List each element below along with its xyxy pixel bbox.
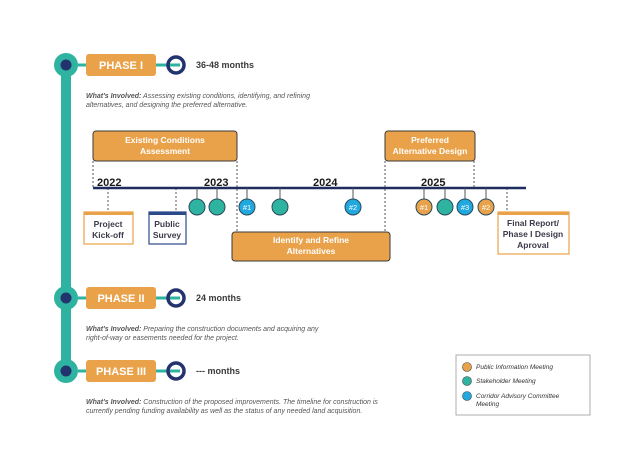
task-existing-conditions-line-2: Assessment (140, 146, 190, 156)
phase-2-end-ring (166, 288, 186, 308)
phase-3-end-ring (166, 361, 186, 381)
legend: Public Information Meeting Stakeholder M… (455, 354, 591, 416)
task-identify-line-1: Identify and Refine (273, 235, 349, 245)
meeting-stakeholder-4 (436, 198, 454, 216)
milestone-survey-box (148, 211, 187, 245)
meeting-public-2-label: #2 (482, 203, 490, 212)
meeting-public-1 (415, 198, 433, 216)
phase-1-row: PHASE I 36-48 months What's Involved: As… (54, 53, 310, 109)
legend-corridor-label-line-2: Meeting (476, 401, 500, 408)
phase-2-involved-label: What's Involved: (86, 326, 141, 333)
year-label-2024: 2024 (313, 177, 338, 189)
phase-1-label: PHASE I (99, 60, 143, 72)
task-existing-conditions-box (92, 130, 238, 162)
phase-3-description-line-2: currently pending funding availability a… (86, 408, 362, 415)
legend-stakeholder-swatch (462, 376, 472, 386)
legend-corridor-swatch (462, 391, 472, 401)
milestone-kickoff-line-2: Kick-off (92, 230, 124, 240)
phase-2-badge (86, 287, 156, 309)
meeting-corridor-3 (456, 198, 474, 216)
meeting-stakeholder-2 (208, 198, 226, 216)
milestone-final-box (497, 211, 570, 255)
meeting-public-2 (477, 198, 495, 216)
legend-public-swatch (462, 362, 472, 372)
phase-1-description-line-1: What's Involved: Assessing existing cond… (86, 93, 310, 100)
year-label-2022: 2022 (97, 177, 121, 189)
milestone-final-line-2: Phase I Design (503, 229, 563, 239)
meeting-stakeholder-3 (271, 198, 289, 216)
meeting-public-1-label: #1 (420, 203, 428, 212)
phase-2-duration: 24 months (196, 293, 241, 303)
task-preferred-line-2: Alternative Design (393, 146, 468, 156)
phase-3-badge (86, 360, 156, 382)
task-identify-line-2: Alternatives (287, 246, 336, 256)
phase-2-label: PHASE II (97, 293, 144, 305)
phase-1-involved-label: What's Involved: (86, 93, 141, 100)
milestone-final-line-1: Final Report/ (507, 218, 560, 228)
task-existing-conditions-line-1: Existing Conditions (125, 135, 205, 145)
meeting-corridor-3-label: #3 (461, 203, 469, 212)
legend-box (455, 354, 591, 416)
legend-corridor-label-line-1: Corridor Advisory Committee (476, 393, 560, 400)
phase-3-involved-label: What's Involved: (86, 399, 141, 406)
dashed-guides (92, 161, 508, 232)
phase-1-description-line-2: alternatives, and designing the preferre… (86, 102, 248, 109)
meeting-corridor-1-label: #1 (243, 203, 251, 212)
phase-3-row: PHASE III --- months What's Involved: Co… (54, 359, 378, 415)
milestone-final-line-3: Aproval (517, 240, 549, 250)
phase-2-row: PHASE II 24 months What's Involved: Prep… (54, 286, 319, 342)
meeting-stakeholder-1 (188, 198, 206, 216)
year-label-2023: 2023 (204, 177, 228, 189)
phase-1-badge (86, 54, 156, 76)
task-identify-refine-box (231, 231, 391, 262)
task-preferred-line-1: Preferred (411, 135, 449, 145)
phase-vertical-line (61, 60, 71, 370)
phase-1-end-ring (166, 55, 186, 75)
phase-1-duration: 36-48 months (196, 60, 254, 70)
milestone-kickoff-line-1: Project (94, 219, 123, 229)
year-label-2025: 2025 (421, 177, 445, 189)
phase-1-node-center (60, 59, 72, 71)
meeting-corridor-2-label: #2 (349, 203, 357, 212)
phase-2-description-line-2: right-of-way or easements needed for the… (86, 335, 239, 342)
meeting-corridor-2 (344, 198, 362, 216)
meeting-corridor-1 (238, 198, 256, 216)
meeting-connectors (196, 188, 487, 199)
phase-1-description: Assessing existing conditions, identifyi… (142, 93, 310, 100)
phase-3-label: PHASE III (96, 366, 146, 378)
task-preferred-alternative-box (384, 130, 476, 162)
milestone-survey-line-2: Survey (153, 230, 182, 240)
legend-public-label: Public Information Meeting (476, 364, 553, 371)
legend-stakeholder-label: Stakeholder Meeting (476, 378, 536, 385)
phase-3-duration: --- months (196, 366, 240, 376)
phase-3-description-line-1: What's Involved: Construction of the pro… (86, 399, 378, 406)
phase-2-description-line-1: What's Involved: Preparing the construct… (86, 326, 319, 333)
milestone-survey-line-1: Public (154, 219, 180, 229)
